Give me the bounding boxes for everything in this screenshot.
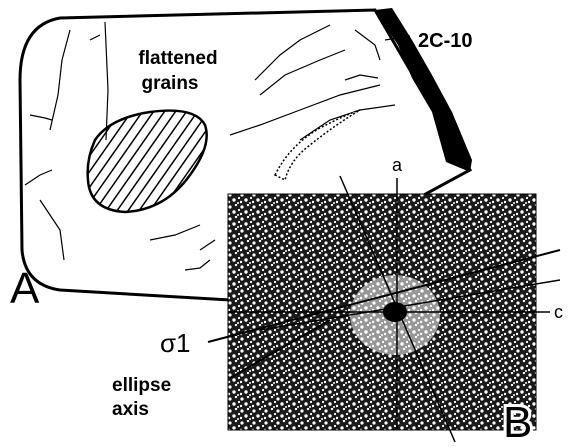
panel-b-letter: B bbox=[503, 398, 532, 447]
ellipse-axis-label-line2: axis bbox=[112, 399, 149, 420]
flattened-grains-label-line2: grains bbox=[141, 73, 198, 94]
sigma1-label: σ1 bbox=[160, 328, 191, 358]
axis-a-label: a bbox=[392, 155, 403, 175]
ellipse-axis-label: ellipse bbox=[112, 375, 171, 396]
flattened-grains-label: flattened bbox=[138, 48, 217, 69]
panel-a-letter: A bbox=[10, 264, 40, 313]
axis-c-label: c bbox=[554, 302, 563, 322]
sample-id-label: 2C-10 bbox=[418, 30, 472, 52]
stippled-vein bbox=[275, 110, 360, 180]
panel-b: a c σ1 ellipse axis B bbox=[112, 155, 563, 447]
flattened-grain bbox=[88, 111, 207, 212]
